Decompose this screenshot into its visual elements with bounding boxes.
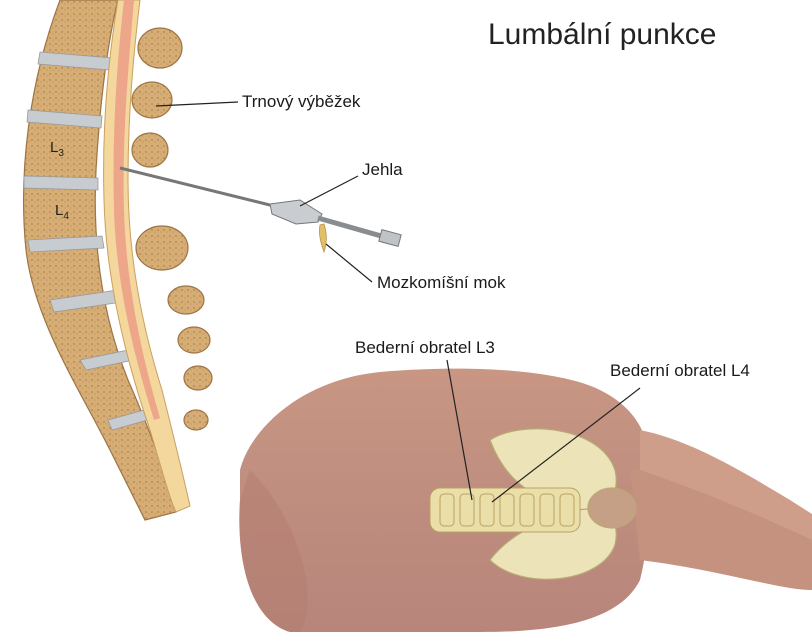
label-spinous-process: Trnový výběžek — [242, 92, 360, 112]
pointer-needle — [300, 176, 358, 206]
lumbar-spine-top — [430, 488, 580, 532]
vertebra-mark-l4: L4 — [55, 202, 69, 222]
spine-section — [24, 0, 238, 520]
patient-body — [239, 360, 812, 632]
label-vertebra-l3: Bederní obratel L3 — [355, 338, 495, 358]
needle-cap — [379, 230, 401, 247]
vertebra-mark-l3-number: 3 — [58, 148, 64, 159]
label-needle: Jehla — [362, 160, 403, 180]
pointer-csf — [326, 244, 372, 282]
label-csf: Mozkomíšní mok — [377, 273, 505, 293]
label-vertebra-l4: Bederní obratel L4 — [610, 361, 750, 381]
page-title: Lumbální punkce — [488, 18, 717, 52]
vertebra-mark-l4-number: 4 — [63, 211, 69, 222]
needle-shaft — [120, 168, 290, 210]
csf-drip — [319, 224, 326, 252]
needle-hub — [270, 200, 322, 224]
vertebra-mark-l3: L3 — [50, 139, 64, 159]
